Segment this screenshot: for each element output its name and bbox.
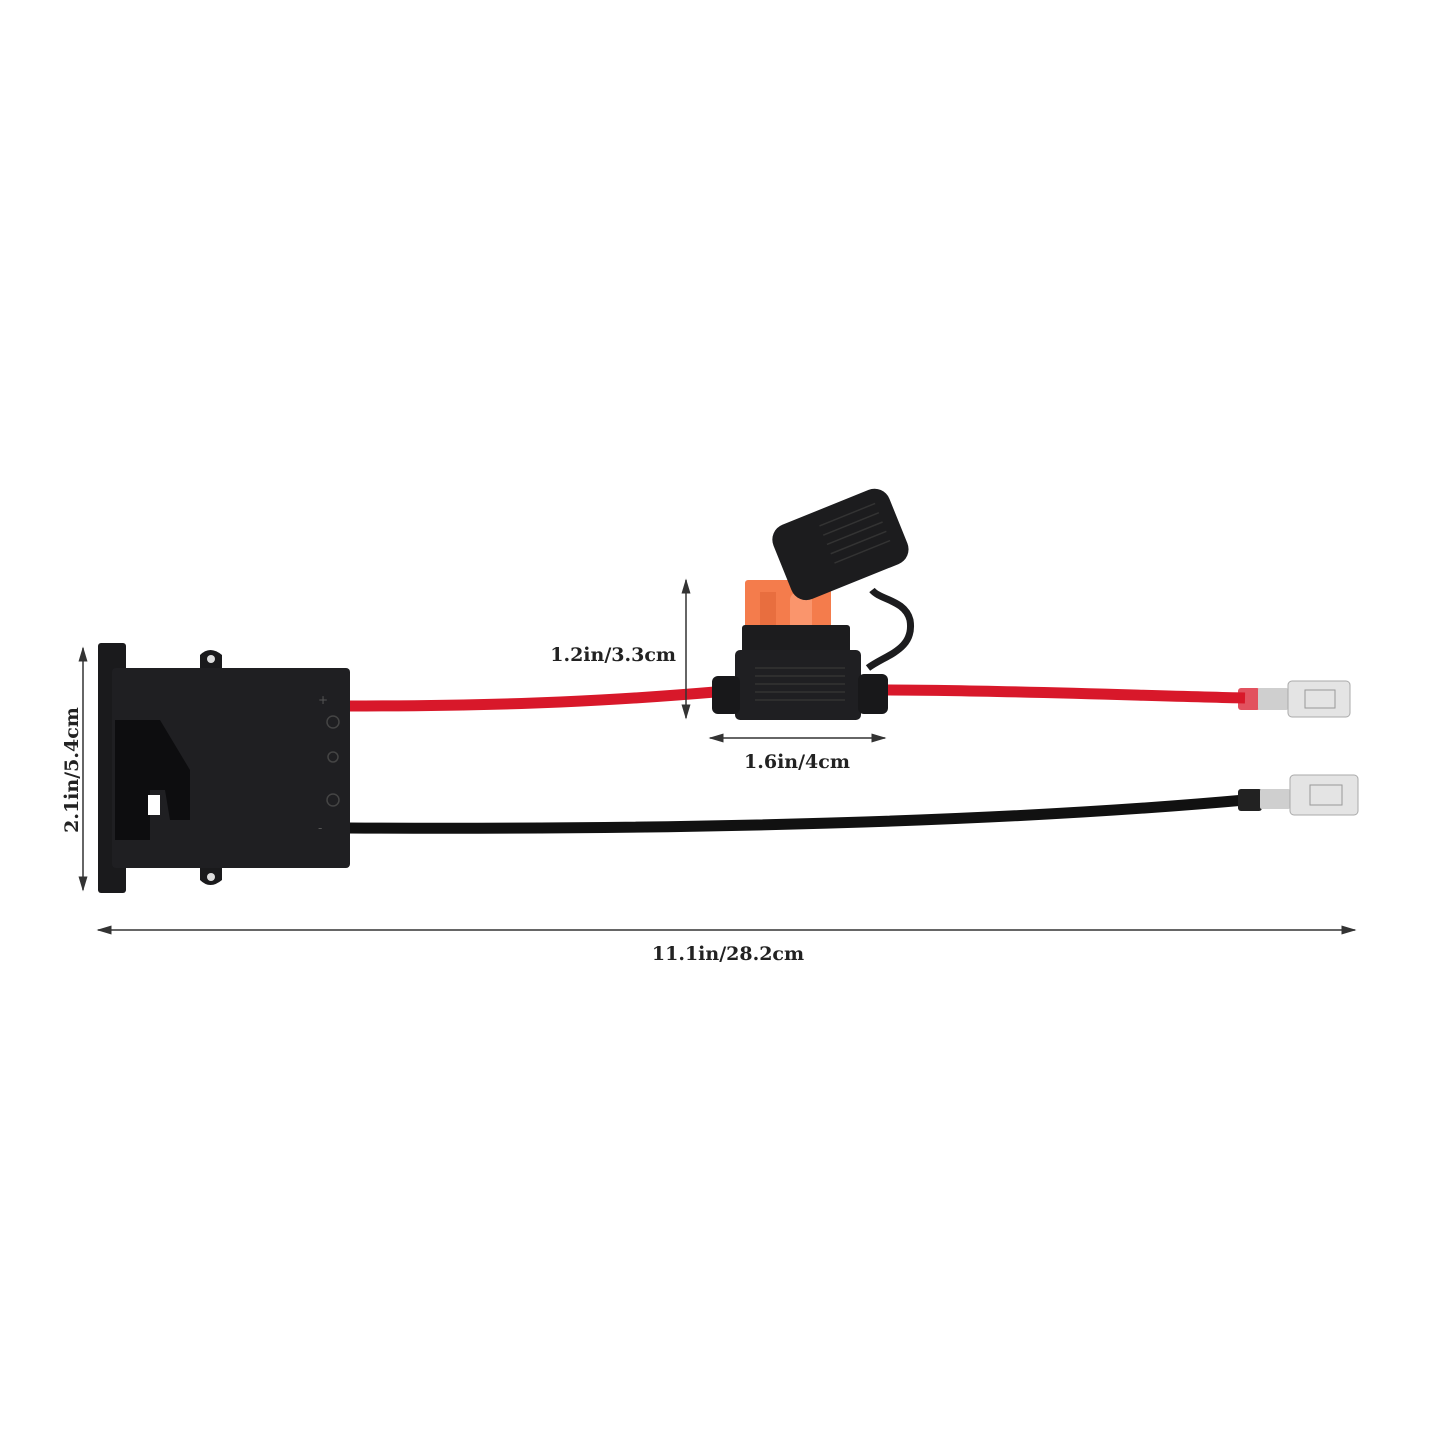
- contact-hole: [326, 793, 340, 807]
- red-wire-right: [884, 684, 1246, 704]
- fuse-width-label: 1.6in/4cm: [744, 751, 850, 773]
- battery-connector: + -: [98, 643, 350, 893]
- fuse-cap: [772, 488, 909, 601]
- black-wire-terminal: [1238, 774, 1359, 816]
- fuse-height-label: 1.2in/3.3cm: [550, 644, 676, 666]
- red-wire-left: [347, 686, 716, 712]
- contact-hole: [327, 751, 339, 763]
- negative-symbol: -: [318, 821, 322, 835]
- positive-symbol: +: [318, 693, 328, 707]
- inline-fuse-holder: [712, 488, 914, 720]
- total-length-label: 11.1in/28.2cm: [652, 943, 804, 965]
- red-wire-terminal: [1238, 680, 1351, 718]
- connector-height-label: 2.1in/5.4cm: [61, 707, 83, 833]
- black-wire: [342, 794, 1251, 834]
- contact-hole: [326, 715, 340, 729]
